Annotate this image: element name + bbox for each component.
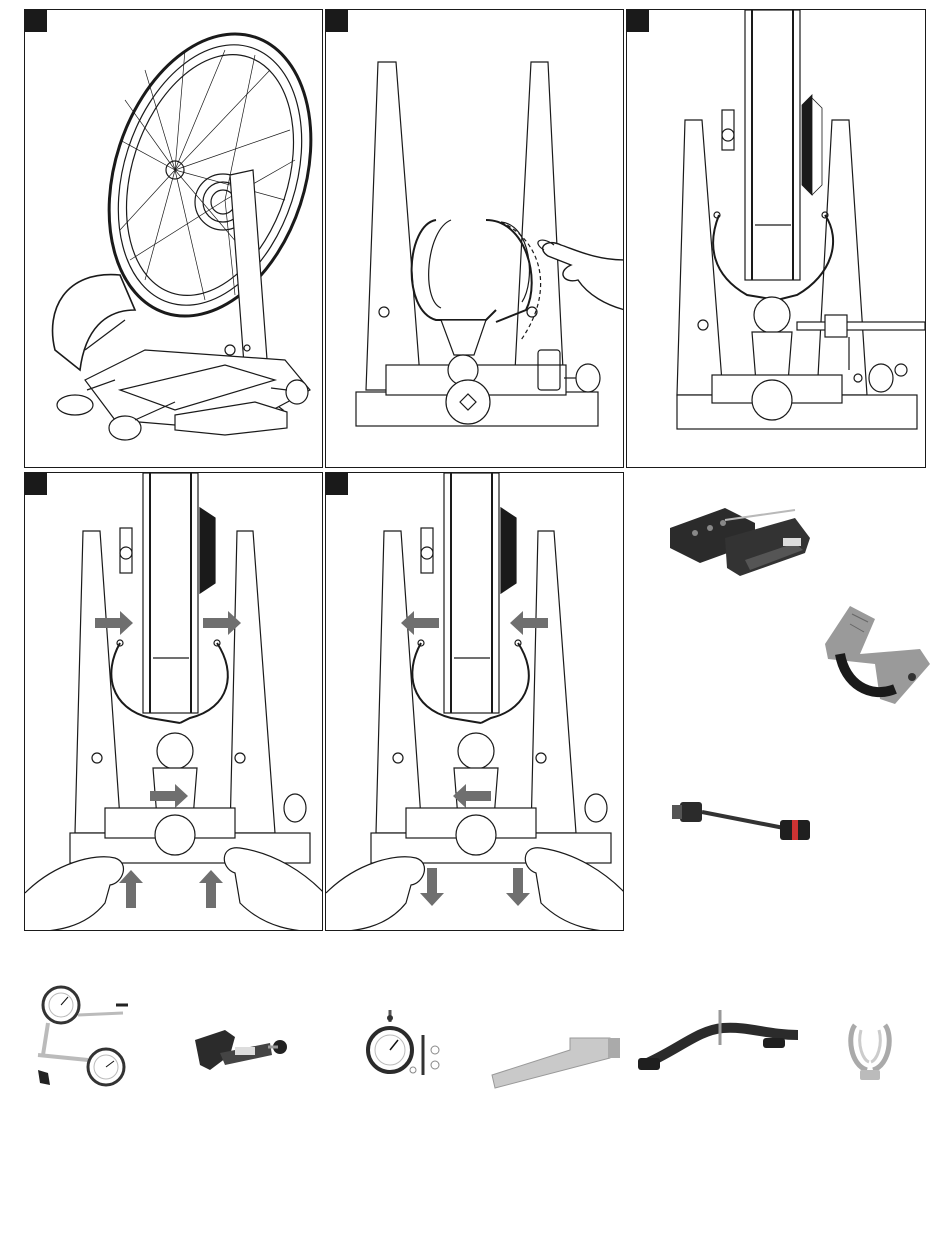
axle-alignment-illustration (627, 10, 926, 468)
panel-4 (24, 472, 323, 931)
caliper-adjust-illustration (326, 10, 624, 468)
panel-1 (24, 9, 323, 468)
bridge-arm-image (638, 1010, 803, 1080)
extension-arm-image (490, 1030, 630, 1090)
dial-indicator-image (365, 1010, 450, 1085)
thru-axle-adaptor-image (672, 790, 817, 845)
tabletop-base-image (665, 498, 815, 583)
arms-outward-illustration (25, 473, 323, 931)
wheel-in-stand-illustration (25, 10, 323, 468)
arms-inward-illustration (326, 473, 624, 931)
panel-5 (325, 472, 624, 931)
panel-2 (325, 9, 624, 468)
rotor-gauge-image (820, 604, 935, 714)
clamp-adaptor-image (190, 1025, 295, 1075)
tire-guide-image (845, 1020, 895, 1085)
dial-indicator-kit-image (28, 985, 143, 1090)
panel-3 (626, 9, 926, 468)
